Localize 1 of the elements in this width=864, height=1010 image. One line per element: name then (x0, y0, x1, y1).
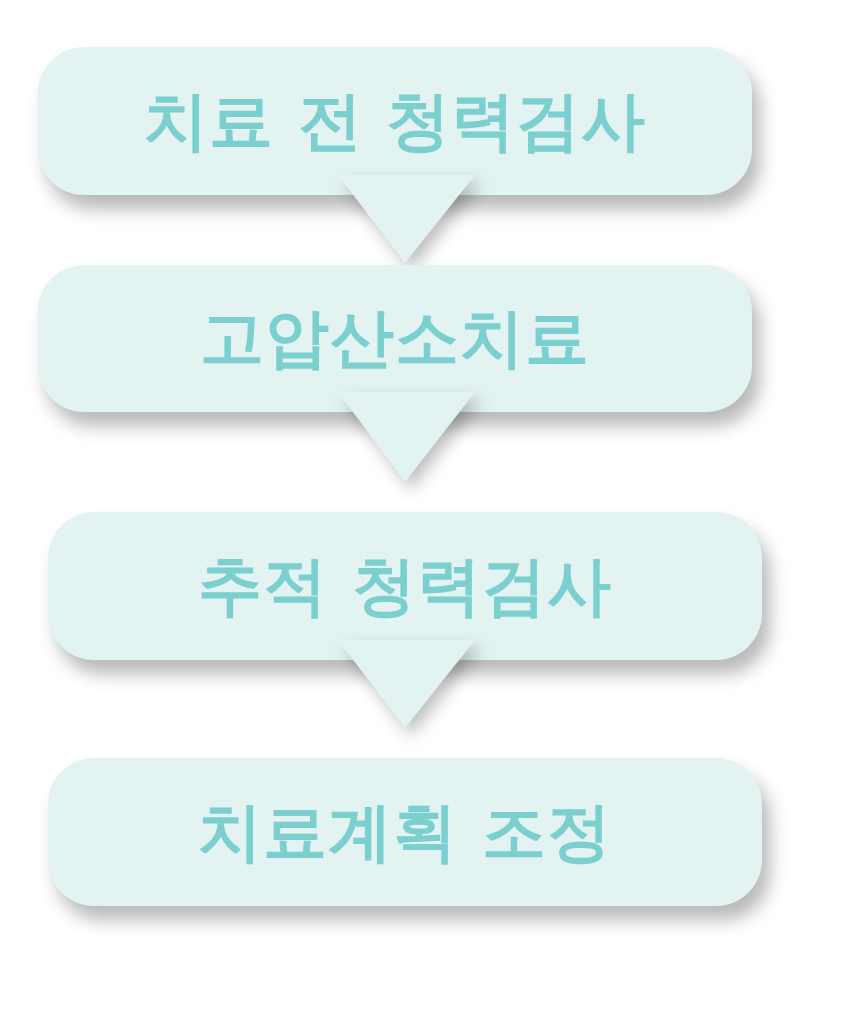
step-box: 치료계획 조정 (48, 758, 762, 906)
